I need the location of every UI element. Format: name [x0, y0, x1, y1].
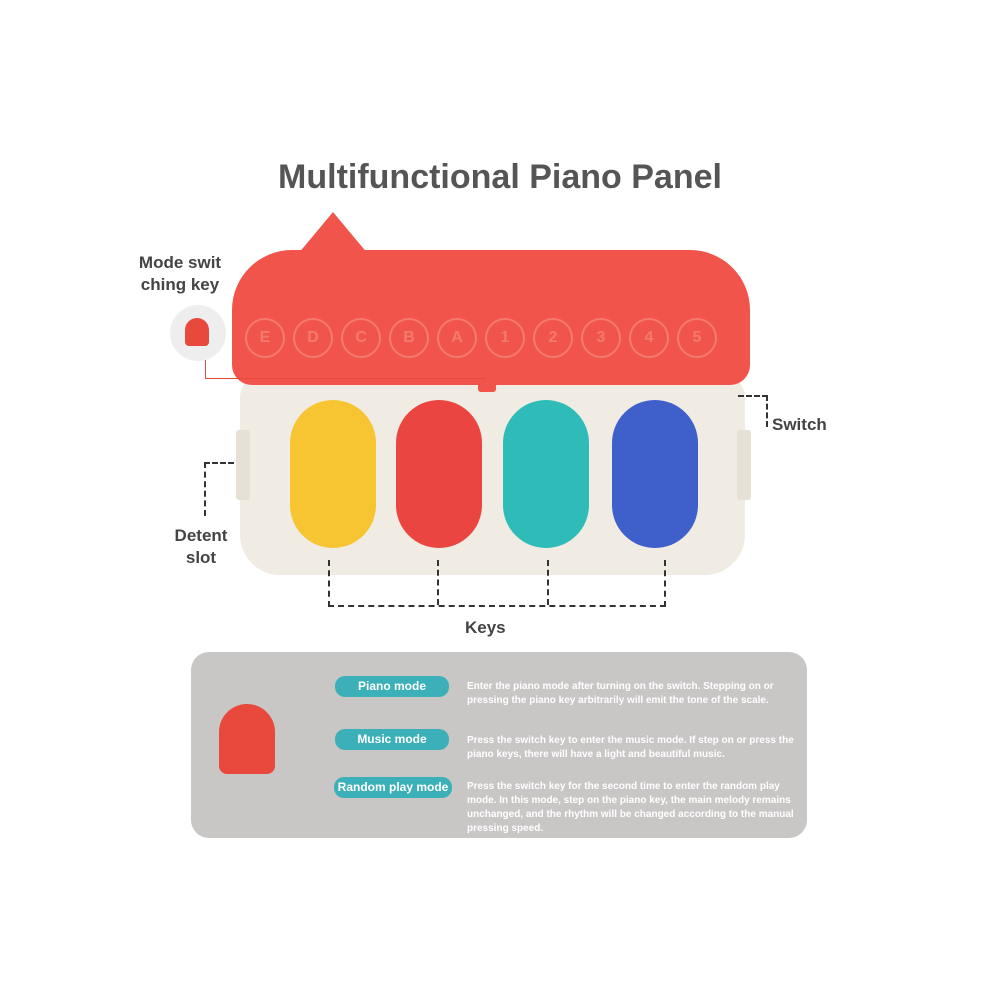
piano-mode-desc: Enter the piano mode after turning on th… — [467, 681, 774, 706]
piano-mode-pill: Piano mode — [335, 676, 449, 697]
bell-icon — [185, 318, 209, 346]
blue-key[interactable] — [612, 400, 698, 548]
music-mode-desc: Press the switch key to enter the music … — [467, 735, 794, 760]
roof-key: 1 — [485, 318, 525, 358]
keys-label: Keys — [465, 618, 506, 637]
roof-key: B — [389, 318, 429, 358]
switch-label: Switch — [772, 415, 827, 434]
detent-slot-left — [236, 430, 250, 500]
roof-key: D — [293, 318, 333, 358]
detent-slot-label: Detent slot — [174, 526, 228, 567]
random-mode-desc: Press the switch key for the second time… — [467, 781, 794, 834]
bell-icon — [219, 704, 275, 774]
detent-leader — [204, 462, 234, 516]
yellow-key[interactable] — [290, 400, 376, 548]
callout-line — [205, 360, 486, 379]
roof-key: C — [341, 318, 381, 358]
roof-key: 2 — [533, 318, 573, 358]
roof-key: E — [245, 318, 285, 358]
music-mode-pill: Music mode — [335, 729, 449, 750]
switch-leader — [738, 395, 768, 427]
mode-key-label: Mode swit ching key — [138, 253, 222, 294]
random-mode-pill: Random play mode — [334, 777, 452, 798]
detent-slot-right — [737, 430, 751, 500]
keys-leader — [547, 560, 549, 605]
roof-key: 4 — [629, 318, 669, 358]
roof-key: 5 — [677, 318, 717, 358]
bell-button-icon[interactable] — [478, 372, 496, 392]
teal-key[interactable] — [503, 400, 589, 548]
chimney — [283, 212, 383, 272]
mode-info-panel: Piano mode Enter the piano mode after tu… — [191, 652, 807, 838]
roof-key: A — [437, 318, 477, 358]
page-title: Multifunctional Piano Panel — [278, 158, 722, 196]
keys-leader — [437, 560, 439, 605]
red-key[interactable] — [396, 400, 482, 548]
roof-key: 3 — [581, 318, 621, 358]
keys-leader — [328, 560, 666, 607]
roof — [232, 250, 750, 385]
